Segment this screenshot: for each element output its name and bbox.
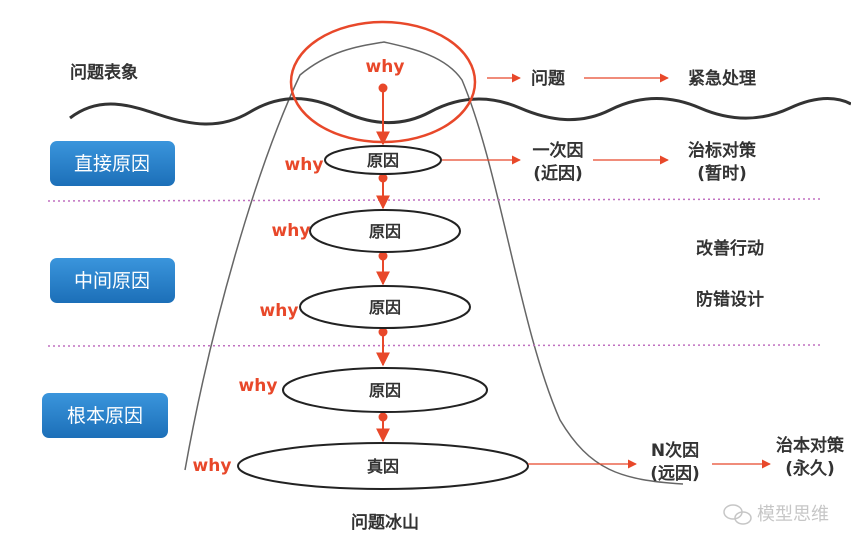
svg-text:原因: 原因 [369,222,401,241]
cause-ellipse: 原因 [282,367,488,413]
nth-cause-label: N次因 [651,440,699,461]
level-label: 直接原因 [74,153,150,175]
watermark-text: 模型思维 [757,504,829,525]
why-label: why [193,456,232,476]
flow-arrows [442,73,771,469]
symptom-fix-note: (暂时) [697,163,747,184]
divider [47,198,823,202]
cause-ellipse: 原因 [324,145,442,175]
error-proof-label: 防错设计 [696,289,764,310]
svg-text:原因: 原因 [369,381,401,400]
urgent-action-label: 紧急处理 [688,68,756,89]
level-box-intermediate: 中间原因 [50,258,175,303]
cause-ellipse: 原因 [299,285,471,329]
water-line [69,97,851,126]
symptom-fix-label: 治标对策 [688,140,757,161]
svg-text:原因: 原因 [369,298,401,317]
level-label: 中间原因 [74,270,150,292]
level-label: 根本原因 [67,405,143,427]
root-fix-note: (永久) [785,458,835,479]
svg-text:原因: 原因 [367,151,399,170]
first-cause-label: 一次因 [533,140,584,161]
root-fix-label: 治本对策 [776,435,845,456]
nth-cause-note: (远因) [650,464,700,484]
first-cause-note: (近因) [533,163,583,184]
why-label: why [260,301,299,321]
divider [47,344,823,347]
diagram-title: 问题冰山 [351,512,419,533]
cause-ellipse: 原因 [309,209,461,253]
surface-label: 问题表象 [70,62,138,83]
improve-action-label: 改善行动 [696,238,764,259]
problem-label: 问题 [531,68,566,89]
why-label: why [272,221,311,241]
level-box-direct: 直接原因 [50,141,175,186]
svg-text:真因: 真因 [367,457,399,476]
iceberg-outline [184,41,684,485]
why-label: why [366,57,405,77]
watermark: 模型思维 [723,504,829,525]
level-box-root: 根本原因 [42,393,168,438]
why-label: why [285,155,324,175]
wechat-icon [723,504,752,525]
why-label: why [239,376,278,396]
root-cause-ellipse: 真因 [237,442,529,490]
